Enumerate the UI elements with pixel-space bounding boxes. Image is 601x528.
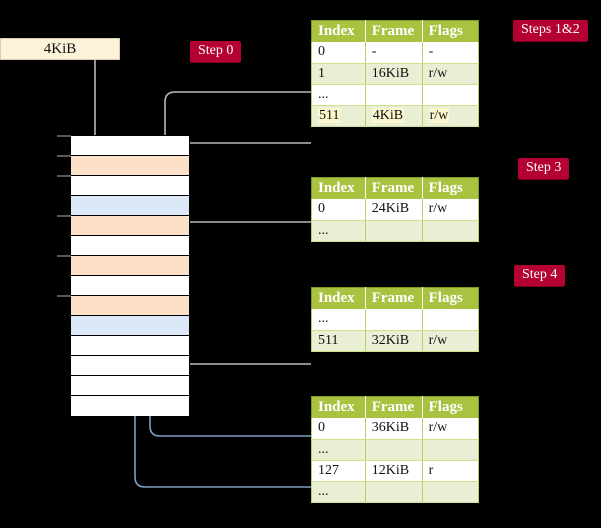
cell-frame [364,439,423,461]
memory-frame-cell [71,376,189,396]
cell-flags [421,220,480,242]
memory-tick-mark [57,135,71,137]
cell-flags: r/w [421,63,480,85]
cell-frame [364,481,423,503]
table-row: ... [311,220,480,242]
cell-flags: r/w [421,330,480,352]
table-header-row: Index Frame Flags [311,20,479,42]
memory-frame-cell [71,136,189,156]
table-row: 511 4KiB r/w [311,105,480,127]
cell-index: 127 [311,460,366,482]
memory-frame-cell [71,256,189,276]
cell-frame: 12KiB [364,460,423,482]
column-header-frame: Frame [365,177,423,199]
cell-index: ... [311,481,366,503]
cell-frame: 36KiB [364,418,423,440]
table-header-row: Index Frame Flags [311,287,479,309]
cell-index: 1 [311,63,366,85]
cell-frame: 24KiB [364,199,423,221]
table-row: ... [311,84,480,106]
memory-frame-cell [71,296,189,316]
cell-index: ... [311,309,366,331]
cell-frame: - [364,42,423,64]
column-header-frame: Frame [365,287,423,309]
memory-frame-cell [71,176,189,196]
cell-flags: r/w [421,105,480,127]
memory-frame-cell [71,396,189,416]
table-row: 0-- [311,42,480,64]
memory-tick-mark [57,155,71,157]
cell-flags: r/w [421,418,480,440]
cell-index: ... [311,84,366,106]
column-header-flags: Flags [422,177,479,199]
source-frame-label: 4KiB [43,40,77,57]
memory-frame-cell [71,336,189,356]
cell-frame [364,220,423,242]
cell-index: 0 [311,418,366,440]
cell-flags: r/w [421,199,480,221]
cell-index: ... [311,439,366,461]
memory-frame-cell [71,196,189,216]
memory-frame-cell [71,276,189,296]
table-header-row: Index Frame Flags [311,396,479,418]
column-header-frame: Frame [365,396,423,418]
column-header-index: Index [311,396,366,418]
table-row: ... [311,439,480,461]
source-frame-box: 4KiB [0,38,120,60]
highlighted-value: r/w [428,107,450,123]
physical-memory-column [70,135,190,416]
table-header-row: Index Frame Flags [311,177,479,199]
cell-flags [421,481,480,503]
column-header-index: Index [311,20,366,42]
column-header-frame: Frame [365,20,423,42]
badge-step-4: Step 4 [514,265,566,287]
memory-tick-mark [57,215,71,217]
memory-frame-cell [71,316,189,336]
badge-step-0: Step 0 [190,41,242,63]
cell-flags [421,309,480,331]
cell-flags: - [421,42,480,64]
cell-frame [364,84,423,106]
column-header-index: Index [311,287,366,309]
cell-index: 511 [311,105,366,127]
cell-flags [421,84,480,106]
table-row: ... [311,309,480,331]
highlighted-value: 4KiB [371,107,405,123]
cell-flags [421,439,480,461]
cell-index: 0 [311,42,366,64]
table-row: ... [311,481,480,503]
memory-frame-cell [71,156,189,176]
cell-frame [364,309,423,331]
badge-steps-1-2: Steps 1&2 [513,20,588,42]
column-header-index: Index [311,177,366,199]
memory-frame-cell [71,216,189,236]
cell-index: 511 [311,330,366,352]
cell-frame: 16KiB [364,63,423,85]
cell-frame: 32KiB [364,330,423,352]
cell-index: ... [311,220,366,242]
column-header-flags: Flags [422,396,479,418]
memory-frame-cell [71,236,189,256]
cell-index: 0 [311,199,366,221]
column-header-flags: Flags [422,20,479,42]
memory-tick-mark [57,295,71,297]
badge-step-3: Step 3 [518,158,570,180]
memory-tick-mark [57,255,71,257]
cell-flags: r [421,460,480,482]
cell-frame: 4KiB [364,105,423,127]
memory-tick-mark [57,175,71,177]
memory-frame-cell [71,356,189,376]
highlighted-value: 511 [318,107,341,123]
column-header-flags: Flags [422,287,479,309]
